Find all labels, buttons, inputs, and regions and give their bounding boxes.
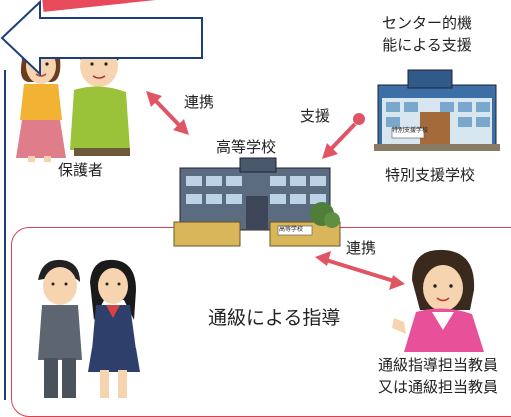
center-function-line1: センター的機 <box>381 14 472 32</box>
left-frame-border <box>0 70 6 400</box>
tsukyu-guidance-arrow <box>0 0 203 76</box>
parents-label: 保護者 <box>58 161 104 179</box>
parents-cooperation-arrow <box>146 91 189 135</box>
boy-student-figure <box>38 259 82 398</box>
tsukyu-guidance-label: 通級による指導 <box>208 307 341 329</box>
special-school-sign: 特別支援学校 <box>392 127 429 134</box>
girl-student-figure <box>88 259 140 398</box>
high-school-label: 高等学校 <box>216 138 277 156</box>
teacher-label-line1: 通級指導担当教員 <box>377 356 498 374</box>
special-school-label: 特別支援学校 <box>385 166 476 184</box>
teacher-illustration <box>392 249 484 352</box>
support-label: 支援 <box>300 107 331 125</box>
special-school-building <box>374 69 500 151</box>
illustration-layer <box>16 35 500 398</box>
cooperation-label-parents: 連携 <box>184 93 215 111</box>
special-school-support-arrow <box>322 113 365 159</box>
high-school-sign: 高等学校 <box>279 226 304 233</box>
teacher-label: 通級指導担当教員 又は通級担当教員 <box>368 354 508 398</box>
center-function-line2: 能による支援 <box>382 36 472 54</box>
high-school-building <box>173 157 341 247</box>
cooperation-label-teacher: 連携 <box>346 239 377 257</box>
teacher-label-line2: 又は通級担当教員 <box>377 378 498 396</box>
center-function-label: センター的機 能による支援 <box>372 12 482 56</box>
teacher-cooperation-arrow <box>315 251 405 290</box>
students-illustration <box>38 259 140 398</box>
